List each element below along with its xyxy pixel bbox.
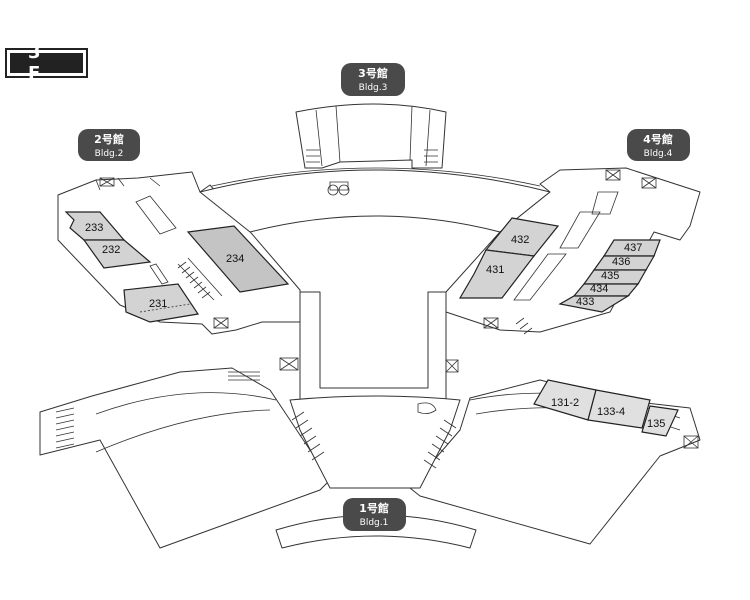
room-437-label: 437	[624, 242, 642, 254]
building-1-outline	[39, 367, 701, 549]
room-133-4-shape[interactable]	[587, 389, 651, 429]
room-432-label: 432	[511, 234, 529, 246]
building-4-pill: 4号館 Bldg.4	[627, 129, 690, 161]
room-434-label: 434	[590, 283, 608, 295]
building-4-name-jp: 4号館	[643, 132, 673, 146]
building-1-pill: 1号館 Bldg.1	[343, 498, 406, 531]
room-135-shape[interactable]	[641, 405, 679, 437]
building-2-name-jp: 2号館	[94, 132, 124, 146]
room-233-label: 233	[85, 222, 103, 234]
floor-indicator: 3 F	[5, 42, 88, 84]
building-3-outline	[295, 103, 447, 169]
room-232-label: 232	[102, 244, 120, 256]
room-133-4-label: 133-4	[597, 406, 625, 418]
building-2-name-en: Bldg.2	[95, 149, 124, 159]
building-2-outline	[57, 171, 301, 335]
room-234-shape[interactable]	[186, 225, 290, 293]
building-3-name-en: Bldg.3	[359, 83, 388, 93]
room-232-shape[interactable]	[82, 239, 152, 269]
room-436-label: 436	[612, 256, 630, 268]
central-corridor	[199, 167, 551, 401]
rooms	[64, 211, 679, 437]
room-435-label: 435	[601, 270, 619, 282]
room-234-label: 234	[226, 253, 244, 265]
room-431-label: 431	[486, 264, 504, 276]
building-3-pill: 3号館 Bldg.3	[341, 63, 405, 96]
room-433-shape[interactable]	[558, 295, 631, 313]
room-131-2-label: 131-2	[551, 397, 579, 409]
building-4-outline	[445, 167, 701, 335]
building-3-name-jp: 3号館	[358, 66, 388, 80]
room-135-label: 135	[647, 418, 665, 430]
room-231-label: 231	[149, 298, 167, 310]
room-433-label: 433	[576, 296, 594, 308]
building-1-name-en: Bldg.1	[360, 518, 389, 528]
room-231-shape[interactable]	[123, 283, 200, 323]
building-4-name-en: Bldg.4	[644, 149, 673, 159]
building-2-pill: 2号館 Bldg.2	[78, 129, 140, 161]
room-labels: 233 232 231 234 432 431 437 436 435 434 …	[85, 222, 665, 430]
building-1-name-jp: 1号館	[359, 501, 389, 515]
